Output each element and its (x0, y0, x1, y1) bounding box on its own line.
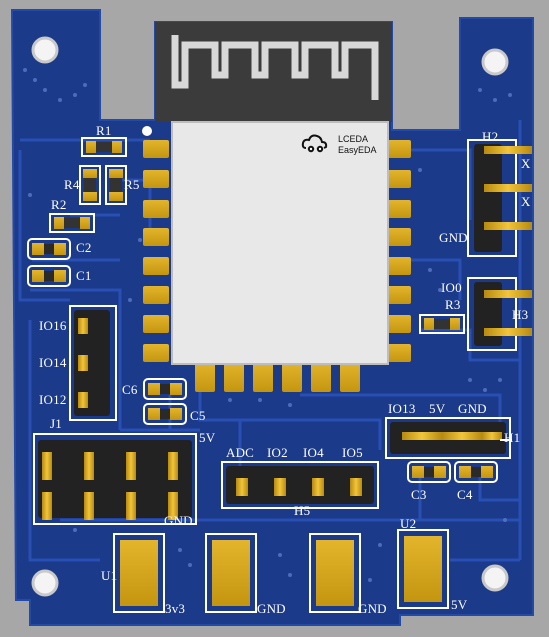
label-c6: C6 (122, 382, 138, 397)
module-bottom-pads (195, 362, 360, 392)
label-r5: R5 (124, 177, 140, 192)
pin1-marker (142, 126, 152, 136)
header-h2 (467, 139, 532, 257)
label-u2-5v: 5V (451, 597, 468, 612)
label-u1: U1 (101, 568, 118, 583)
module-antenna-pcb (155, 22, 392, 122)
vias (23, 68, 512, 582)
label-h2-gnd: GND (439, 230, 468, 245)
label-r1: R1 (96, 123, 112, 138)
label-h1-gnd: GND (458, 401, 487, 416)
label-r2: R2 (51, 197, 67, 212)
label-h2: H2 (482, 129, 499, 144)
label-io2: IO2 (267, 445, 288, 460)
label-io14: IO14 (39, 355, 67, 370)
regulator-pads (113, 529, 449, 613)
label-gnd-b: GND (358, 601, 387, 616)
module-side-pads (143, 140, 411, 362)
header-h1 (385, 417, 511, 459)
label-h1-5v: 5V (429, 401, 446, 416)
label-io13: IO13 (388, 401, 416, 416)
header-left-io (69, 305, 117, 421)
label-io0: IO0 (441, 280, 462, 295)
label-c4: C4 (457, 487, 473, 502)
module-shield-can (171, 121, 389, 365)
label-j1: J1 (50, 416, 62, 431)
label-r3: R3 (445, 297, 461, 312)
module-logo-line-1: LCEDA (338, 134, 369, 144)
capacitors (27, 238, 498, 483)
label-adc: ADC (226, 445, 255, 460)
label-j1-5v: 5V (199, 430, 216, 445)
module-logo-line-2: EasyEDA (338, 145, 377, 155)
mounting-holes (31, 36, 509, 597)
header-j1 (33, 433, 197, 525)
label-h5: H5 (294, 503, 311, 518)
label-h2-x1: X (521, 156, 531, 171)
label-io5: IO5 (342, 445, 363, 460)
label-c5: C5 (190, 408, 206, 423)
cloud-car-icon (301, 134, 328, 153)
resistors (49, 137, 465, 334)
label-c3: C3 (411, 487, 427, 502)
label-gnd-a: GND (257, 601, 286, 616)
label-io12: IO12 (39, 392, 67, 407)
label-io4: IO4 (303, 445, 324, 460)
label-r4: R4 (64, 177, 80, 192)
label-h3: H3 (512, 307, 529, 322)
label-h1: H1 (504, 430, 521, 445)
header-h5 (221, 461, 379, 509)
label-c2: C2 (76, 240, 92, 255)
label-c1: C1 (76, 268, 92, 283)
label-u1-3v3: 3v3 (165, 601, 186, 616)
label-io16: IO16 (39, 318, 67, 333)
label-u2: U2 (400, 516, 417, 531)
label-j1-gnd: GND (164, 513, 193, 528)
antenna-trace (171, 35, 379, 100)
label-h2-x2: X (521, 194, 531, 209)
header-h3 (467, 277, 532, 351)
